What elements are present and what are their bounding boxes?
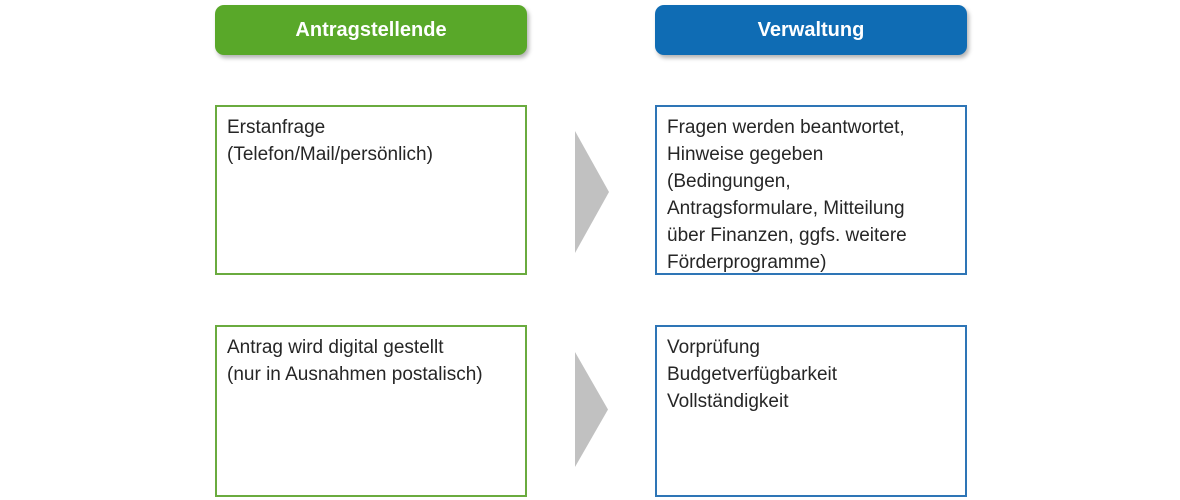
box-vorpruefung: Vorprüfung Budgetverfügbarkeit Vollständ… xyxy=(655,325,967,497)
box-text-line: Förderprogramme) xyxy=(667,252,827,273)
column-header-verwaltung: Verwaltung xyxy=(655,5,967,55)
box-text-line: (nur in Ausnahmen postalisch) xyxy=(227,364,483,385)
box-text-line: Budgetverfügbarkeit xyxy=(667,364,838,385)
box-text-line: (Bedingungen, xyxy=(667,171,791,192)
box-text-line: Fragen werden beantwortet, xyxy=(667,117,905,138)
box-text-line: Antragsformulare, Mitteilung xyxy=(667,198,905,219)
box-text-line: Hinweise gegeben xyxy=(667,144,824,165)
box-text-line: Antrag wird digital gestellt xyxy=(227,337,444,358)
box-antrag-digital: Antrag wird digital gestellt (nur in Aus… xyxy=(215,325,527,497)
column-header-antragstellende: Antragstellende xyxy=(215,5,527,55)
box-text-line: (Telefon/Mail/persönlich) xyxy=(227,144,433,165)
right-arrow-icon xyxy=(575,131,609,253)
box-erstanfrage: Erstanfrage (Telefon/Mail/persönlich) xyxy=(215,105,527,275)
right-arrow-icon xyxy=(575,352,608,467)
box-text-line: Vorprüfung xyxy=(667,337,760,358)
box-text-line: Erstanfrage xyxy=(227,117,326,138)
box-fragen-beantwortet: Fragen werden beantwortet, Hinweise gege… xyxy=(655,105,967,275)
box-text-line: über Finanzen, ggfs. weitere xyxy=(667,225,907,246)
box-text-line: Vollständigkeit xyxy=(667,391,789,412)
